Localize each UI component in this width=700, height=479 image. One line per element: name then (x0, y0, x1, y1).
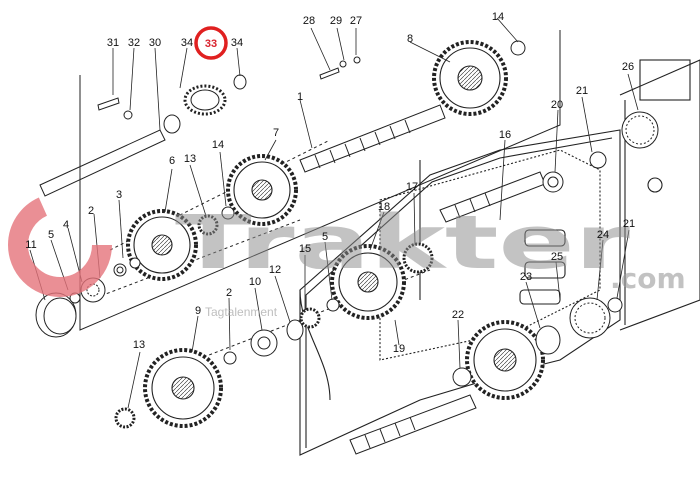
part-number-5: 5 (322, 231, 328, 243)
part-number-22: 22 (452, 309, 464, 321)
part-number-10: 10 (249, 276, 261, 288)
part-number-31: 31 (107, 37, 119, 49)
part-number-28: 28 (303, 15, 315, 27)
gear-6 (126, 209, 198, 281)
gear-22-23 (465, 320, 545, 400)
part-number-7: 7 (273, 127, 279, 139)
part-number-18: 18 (378, 201, 390, 213)
part-number-34: 34 (181, 37, 193, 49)
gear-9 (143, 348, 223, 428)
part-number-17: 17 (406, 181, 418, 193)
part-number-13: 13 (184, 153, 196, 165)
bearings (80, 74, 659, 357)
part-number-23: 23 (520, 271, 532, 283)
part-number-34: 34 (231, 37, 243, 49)
part-number-21: 21 (623, 218, 635, 230)
part-number-32: 32 (128, 37, 140, 49)
part-number-15: 15 (299, 243, 311, 255)
part-number-1: 1 (297, 91, 303, 103)
watermark: Trakter .com Tagtalenment (8, 193, 686, 319)
watermark-tagline: Tagtalenment (205, 305, 278, 319)
gear-7 (226, 154, 298, 226)
part-number-9: 9 (195, 305, 201, 317)
part-number-2: 2 (88, 205, 94, 217)
part-number-29: 29 (330, 15, 342, 27)
part-number-20: 20 (551, 99, 563, 111)
part-number-4: 4 (63, 219, 69, 231)
part-number-6: 6 (169, 155, 175, 167)
watermark-domain: .com (610, 262, 686, 295)
part-number-5: 5 (48, 229, 54, 241)
part-number-14: 14 (492, 11, 504, 23)
part-number-33: 33 (205, 38, 217, 50)
part-number-12: 12 (269, 264, 281, 276)
part-number-16: 16 (499, 129, 511, 141)
part-number-21: 21 (576, 85, 588, 97)
part-number-3: 3 (116, 189, 122, 201)
part-number-26: 26 (622, 61, 634, 73)
leader-lines (29, 17, 639, 409)
part-number-13: 13 (133, 339, 145, 351)
gearbox-housing (299, 59, 700, 456)
part-number-11: 11 (25, 239, 36, 251)
part-number-14: 14 (212, 139, 224, 151)
part-number-25: 25 (551, 251, 563, 263)
highlight-circle (194, 26, 228, 60)
part-number-8: 8 (407, 33, 413, 45)
part-number-2: 2 (226, 287, 232, 299)
gear-8 (432, 40, 508, 116)
gear-18 (330, 244, 406, 320)
part-number-27: 27 (350, 15, 362, 27)
watermark-logo-icon (8, 193, 112, 297)
part-number-19: 19 (393, 343, 405, 355)
small-gears (114, 84, 434, 429)
small-parts (35, 40, 623, 387)
part-number-30: 30 (149, 37, 161, 49)
part-number-24: 24 (597, 229, 609, 241)
watermark-brand: Trakter (175, 200, 631, 286)
